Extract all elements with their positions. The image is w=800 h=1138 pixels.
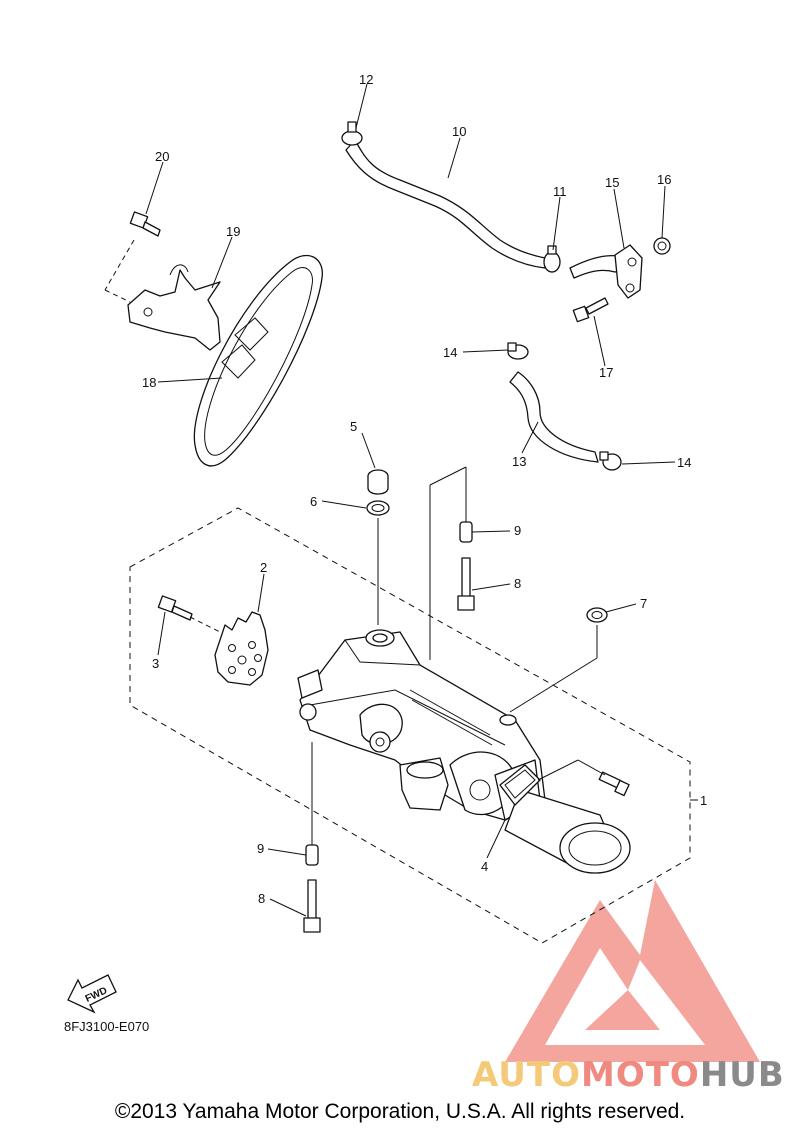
chain-guide: [127, 264, 221, 351]
sprocket-bolt: [157, 595, 193, 621]
watermark-auto: AUTO: [472, 1055, 581, 1095]
o-ring: [366, 500, 390, 516]
washer: [586, 607, 608, 623]
drive-chain: [193, 254, 323, 467]
callout-19: 19: [226, 224, 240, 239]
watermark-text: AUTOMOTOHUB: [472, 1055, 785, 1095]
pipe-o-ring: [653, 237, 671, 255]
oil-hose-lower: [509, 371, 599, 463]
collar: [367, 469, 389, 495]
assembly-boundary: [129, 507, 691, 944]
diagram-code: 8FJ3100-E070: [64, 1019, 149, 1034]
pump-drive-sprocket: [214, 611, 269, 686]
callout-2: 2: [260, 560, 267, 575]
callout-10: 10: [452, 124, 466, 139]
pump-bolt-lower: [303, 879, 321, 933]
hose-clamp-12: [341, 121, 363, 146]
pipe-bolt: [572, 297, 609, 323]
copyright-notice: ©2013 Yamaha Motor Corporation, U.S.A. A…: [114, 1100, 686, 1123]
callout-9-lower: 9: [257, 841, 264, 856]
watermark-moto: MOTO: [581, 1055, 700, 1095]
fwd-arrow-icon: FWD: [67, 974, 117, 1014]
oil-pipe: [569, 244, 643, 299]
callout-8-upper: 8: [514, 576, 521, 591]
callout-6: 6: [310, 494, 317, 509]
oil-pump-assembly: [297, 629, 631, 874]
guide-bolt: [129, 211, 161, 237]
hose-clamp-14-lower: [599, 451, 622, 471]
callout-18: 18: [142, 375, 156, 390]
hose-clamp-11: [543, 245, 561, 273]
callout-4: 4: [481, 859, 488, 874]
dowel-pin-lower: [305, 844, 319, 866]
callout-20: 20: [155, 149, 169, 164]
watermark-hub: HUB: [700, 1055, 785, 1095]
callout-1: 1: [700, 793, 707, 808]
callout-14-upper: 14: [443, 345, 457, 360]
callout-13: 13: [512, 454, 526, 469]
callout-16: 16: [657, 172, 671, 187]
strainer-bolt: [598, 771, 630, 797]
callout-14-lower: 14: [677, 455, 691, 470]
pump-bolt-upper: [457, 557, 475, 611]
hose-clamp-14-upper: [507, 342, 529, 360]
callout-11: 11: [553, 184, 567, 199]
callout-12: 12: [359, 72, 373, 87]
callout-15: 15: [605, 175, 619, 190]
oil-hose-upper: [345, 139, 546, 269]
callout-3: 3: [152, 656, 159, 671]
callout-17: 17: [599, 365, 613, 380]
callout-5: 5: [350, 419, 357, 434]
dowel-pin-upper: [459, 521, 473, 543]
callout-7: 7: [640, 596, 647, 611]
callout-9-upper: 9: [514, 523, 521, 538]
callout-8-lower: 8: [258, 891, 265, 906]
watermark-logo: [505, 880, 760, 1062]
